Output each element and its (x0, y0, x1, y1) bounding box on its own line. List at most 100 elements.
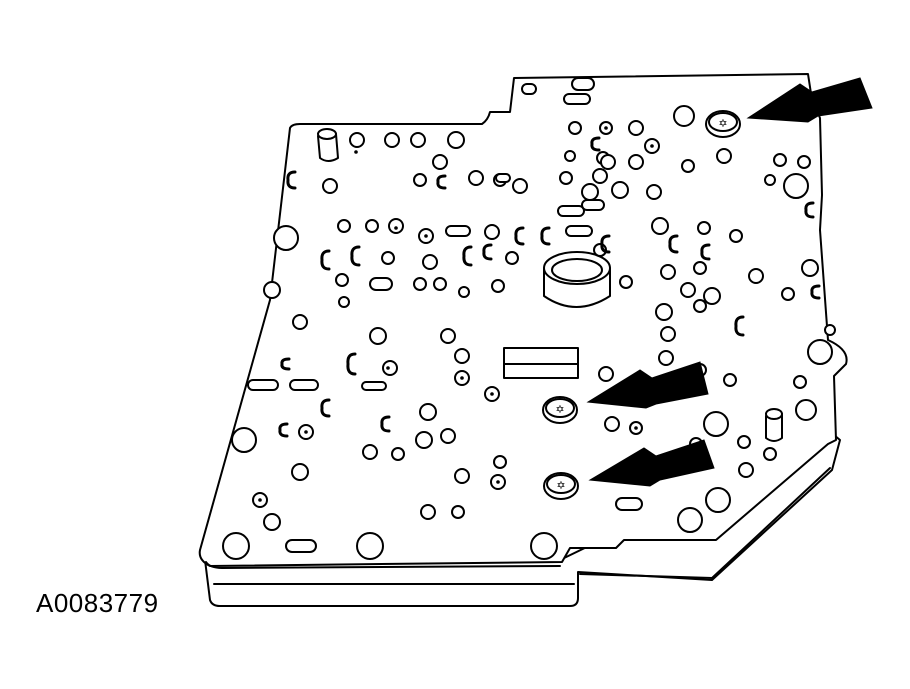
hole (703, 287, 721, 305)
svg-text:✡: ✡ (718, 117, 727, 130)
hole (365, 219, 379, 233)
hole (705, 487, 731, 513)
hole (382, 360, 398, 376)
hole (801, 259, 819, 277)
hole (491, 279, 505, 293)
hole (619, 275, 633, 289)
hole (564, 150, 576, 162)
hole (384, 132, 400, 148)
hole (592, 168, 608, 184)
svg-text:✡: ✡ (555, 403, 564, 416)
c-slot (320, 249, 331, 271)
hole (493, 455, 507, 469)
hole (484, 224, 500, 240)
hole (628, 154, 644, 170)
hole (673, 105, 695, 127)
center-boss (543, 251, 611, 308)
hole-center-dot (650, 144, 654, 148)
hole (563, 93, 591, 105)
c-slot (668, 234, 679, 254)
hole (693, 261, 707, 275)
callout-arrow-top (746, 77, 873, 123)
hole (781, 287, 795, 301)
hole (292, 314, 308, 330)
hole (337, 219, 351, 233)
hole (748, 268, 764, 284)
c-slot (590, 136, 601, 152)
hole (454, 468, 470, 484)
c-slot (514, 226, 525, 246)
hole (291, 463, 309, 481)
hole (454, 348, 470, 364)
hole (565, 225, 593, 237)
c-slot (540, 226, 551, 246)
c-slot (350, 245, 361, 267)
hole-center-dot (490, 392, 494, 396)
hole (773, 153, 787, 167)
hole (505, 251, 519, 265)
hole (521, 83, 537, 95)
hole (611, 181, 629, 199)
hole (655, 303, 673, 321)
bolt-middle: ✡ (542, 396, 578, 424)
hole (793, 375, 807, 389)
hole (413, 173, 427, 187)
hole (615, 497, 643, 511)
hole (723, 373, 737, 387)
hole (231, 427, 257, 453)
hole-center-dot (634, 426, 638, 430)
hole (680, 282, 696, 298)
hole (651, 217, 669, 235)
hole (495, 173, 511, 183)
rectangular-plug (503, 347, 579, 379)
c-slot (286, 170, 297, 190)
hole-center-dot (604, 126, 608, 130)
hole (391, 447, 405, 461)
hole-center-dot (496, 480, 500, 484)
hole (697, 221, 711, 235)
c-slot (734, 315, 745, 337)
dowel-post-right (765, 408, 783, 442)
hole (468, 170, 484, 186)
c-slot (380, 415, 391, 433)
hole (512, 178, 528, 194)
hole (285, 539, 317, 553)
hole (361, 381, 387, 391)
c-slot (804, 201, 815, 219)
bolt-bottom: ✡ (543, 472, 579, 500)
hole-center-dot (460, 376, 464, 380)
hole (419, 403, 437, 421)
hole (681, 159, 695, 173)
hole (703, 411, 729, 437)
hole (247, 379, 279, 391)
hole (273, 225, 299, 251)
hole (646, 184, 662, 200)
hole (447, 131, 465, 149)
hole (422, 254, 438, 270)
hole (807, 339, 833, 365)
hole-center-dot (258, 498, 262, 502)
hole (432, 154, 448, 170)
hole (581, 199, 605, 211)
hole (737, 435, 751, 449)
hole (677, 507, 703, 533)
dowel-post (317, 128, 339, 162)
hole (263, 513, 281, 531)
hole-center-dot (424, 234, 428, 238)
hole (388, 218, 404, 234)
hole (369, 327, 387, 345)
hole (693, 299, 707, 313)
hole-center-dot (386, 366, 390, 370)
hole (658, 350, 674, 366)
hole (568, 121, 582, 135)
hole (764, 174, 776, 186)
hole (559, 171, 573, 185)
hole (628, 120, 644, 136)
hole (415, 431, 433, 449)
hole (381, 251, 395, 265)
c-slot (280, 357, 291, 371)
hole (458, 286, 470, 298)
hole (604, 416, 620, 432)
plate-edge (205, 561, 561, 569)
hole (451, 505, 465, 519)
